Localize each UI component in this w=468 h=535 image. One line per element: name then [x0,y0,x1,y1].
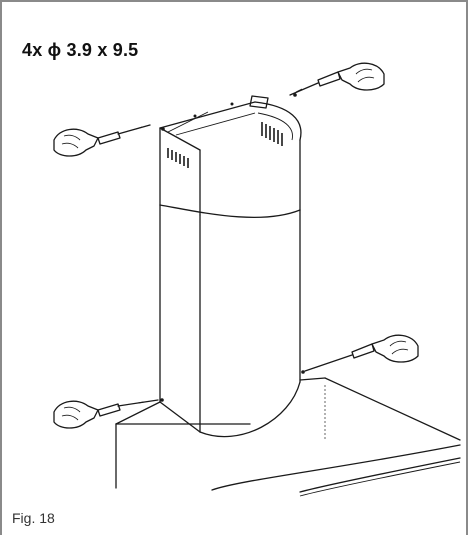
screw-hole-top-right [293,93,297,97]
lower-chimney-cover [159,204,301,438]
hand-screwdriver-top-left-icon [53,124,151,157]
cooker-hood-canopy-icon [115,377,461,497]
hand-screwdriver-bottom-right-icon [304,334,419,372]
upper-chimney-cover [159,95,302,216]
screw-hole-bottom-left [160,398,164,402]
screw-hole-bottom-right [301,370,305,374]
screw-hole-top-left [161,127,165,131]
figure-caption: Fig. 18 [12,510,55,526]
hand-screwdriver-bottom-left-icon [53,399,159,429]
hand-screwdriver-top-right-icon [289,62,385,96]
screw-spec-label: 4x ϕ 3.9 x 9.5 [22,40,139,60]
